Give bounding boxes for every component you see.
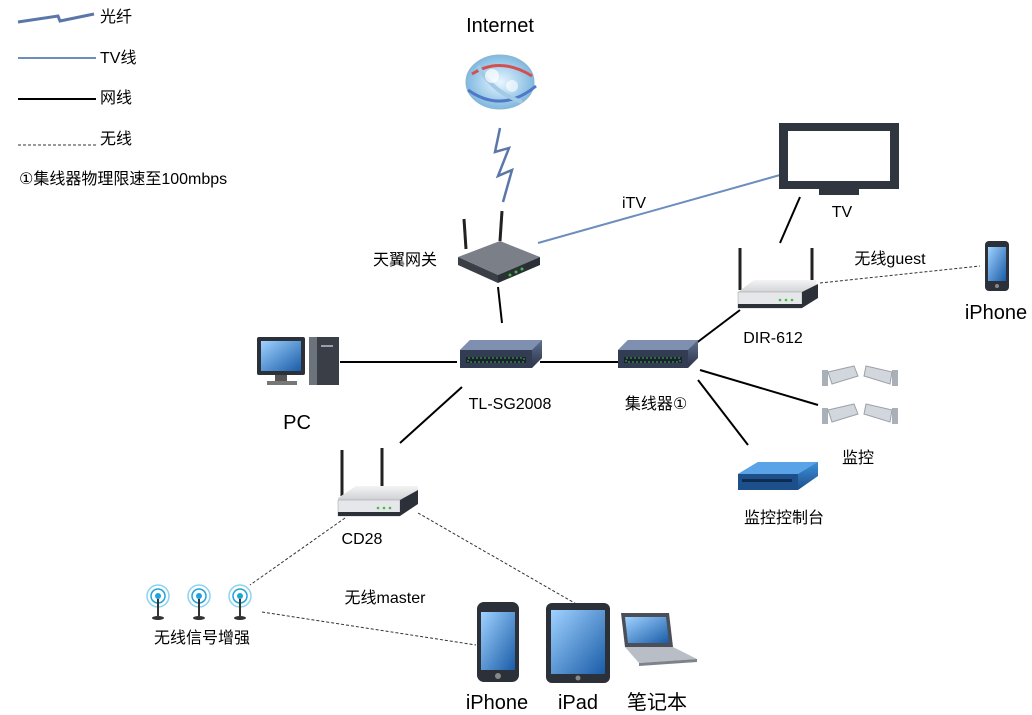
legend-tv-line-label: TV线 xyxy=(100,50,137,67)
eth-switch-cd28 xyxy=(399,386,463,444)
tv-icon xyxy=(779,123,899,195)
hub-label: 集线器① xyxy=(624,396,688,413)
switch-tl-sg2008-icon xyxy=(460,340,542,368)
itv-label: iTV xyxy=(622,195,646,212)
legend-fiber-label: 光纤 xyxy=(100,9,133,26)
switch-label: TL-SG2008 xyxy=(468,396,552,413)
pc-label: PC xyxy=(283,412,311,434)
master-wifi-label: 无线master xyxy=(344,590,426,607)
iphone-label: iPhone xyxy=(465,692,529,714)
cd28-label: CD28 xyxy=(341,531,383,548)
guest-wifi-label: 无线guest xyxy=(854,251,926,268)
wifi-cd28-extenders xyxy=(249,517,346,586)
iphone-guest-icon xyxy=(985,241,1009,291)
wifi-signal-icon xyxy=(187,584,211,620)
legend-fiber-sample xyxy=(17,12,95,24)
legend xyxy=(17,12,96,146)
nvr-label: 监控控制台 xyxy=(743,510,825,527)
iphone-guest-label: iPhone xyxy=(964,302,1028,324)
dir612-label: DIR-612 xyxy=(743,330,803,347)
legend-ethernet-label: 网线 xyxy=(100,90,133,107)
gateway-label: 天翼网关 xyxy=(373,252,438,269)
itv-link xyxy=(537,174,781,244)
eth-gateway-switch xyxy=(497,286,503,324)
wifi-dir612-iphone xyxy=(819,265,981,284)
tv-label: TV xyxy=(831,204,853,221)
cameras-label: 监控 xyxy=(841,450,875,467)
internet-label: Internet xyxy=(466,15,534,37)
wifi-extenders-iphone xyxy=(261,611,477,646)
legend-note: ①集线器物理限速至100mbps xyxy=(19,171,228,188)
gateway-router-icon xyxy=(458,210,540,283)
wifi-cd28-ipad xyxy=(417,512,579,606)
legend-wireless-label: 无线 xyxy=(100,131,133,148)
router-cd28-icon xyxy=(337,448,418,517)
extenders-label: 无线信号增强 xyxy=(153,630,251,647)
pc-icon xyxy=(257,337,339,385)
eth-hub-nvr xyxy=(697,379,749,446)
eth-hub-cameras xyxy=(699,369,819,406)
laptop-label: 笔记本 xyxy=(627,692,687,714)
wifi-signal-icon xyxy=(228,584,252,620)
security-cameras-icon xyxy=(822,365,898,424)
internet-icon xyxy=(465,54,537,110)
wifi-signal-icon xyxy=(146,584,170,620)
nvr-console-icon xyxy=(738,462,818,490)
router-dir612-icon xyxy=(737,248,818,309)
ipad-label: iPad xyxy=(557,692,599,714)
laptop-icon xyxy=(621,613,697,666)
fiber-link xyxy=(493,127,514,203)
connections xyxy=(249,127,981,646)
eth-dir612-tv xyxy=(779,196,801,244)
ipad-icon xyxy=(546,603,610,683)
hub-icon xyxy=(618,340,698,368)
wifi-extenders-icon xyxy=(146,584,252,620)
eth-hub-dir612 xyxy=(694,309,741,345)
iphone-icon xyxy=(477,602,519,682)
